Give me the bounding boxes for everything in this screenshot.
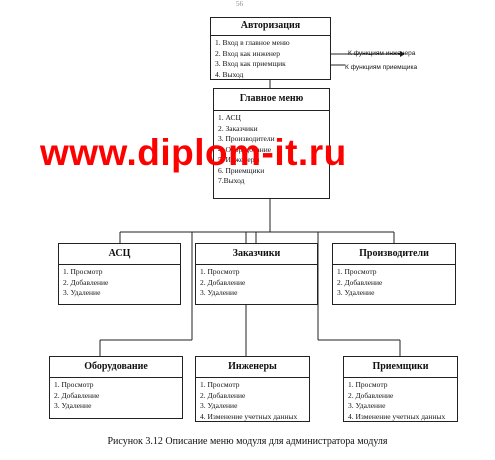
producers-item-3: 3. Удаление bbox=[337, 288, 375, 297]
main-menu-item-1: 1. АСЦ bbox=[218, 113, 241, 122]
asc-items: 1. Просмотр 2. Добавление 3. Удаление bbox=[59, 265, 180, 301]
watermark-text: www.diplom-it.ru bbox=[40, 132, 347, 173]
engineers-title: Инженеры bbox=[196, 357, 309, 378]
page-number: 56 bbox=[236, 0, 243, 8]
customers-items: 1. Просмотр 2. Добавление 3. Удаление bbox=[196, 265, 317, 301]
equipment-box: Оборудование 1. Просмотр 2. Добавление 3… bbox=[49, 356, 183, 419]
equipment-items: 1. Просмотр 2. Добавление 3. Удаление bbox=[50, 378, 182, 414]
equipment-item-1: 1. Просмотр bbox=[54, 380, 94, 389]
receivers-item-4: 4. Изменение учетных данных bbox=[348, 411, 446, 421]
asc-title: АСЦ bbox=[59, 244, 180, 265]
producers-items: 1. Просмотр 2. Добавление 3. Удаление bbox=[333, 265, 455, 301]
figure-caption: Рисунок 3.12 Описание меню модуля для ад… bbox=[107, 436, 388, 447]
engineers-items: 1. Просмотр 2. Добавление 3. Удаление 4.… bbox=[196, 378, 309, 424]
receivers-items: 1. Просмотр 2. Добавление 3. Удаление 4.… bbox=[344, 378, 457, 424]
equipment-item-3: 3. Удаление bbox=[54, 401, 92, 410]
customers-title: Заказчики bbox=[196, 244, 317, 265]
producers-item-1: 1. Просмотр bbox=[337, 267, 377, 276]
asc-item-2: 2. Добавление bbox=[63, 277, 109, 287]
main-menu-item-6: 6. Приемщики bbox=[218, 165, 265, 175]
auth-item-3: 3. Вход как приемщик bbox=[215, 59, 286, 68]
main-menu-item-3: 3. Производители bbox=[218, 134, 275, 143]
engineers-box: Инженеры 1. Просмотр 2. Добавление 3. Уд… bbox=[195, 356, 310, 422]
customers-item-2: 2. Добавление bbox=[200, 277, 246, 287]
auth-box: Авторизация 1. Вход в главное меню 2. Вх… bbox=[210, 17, 331, 80]
main-menu-items: 1. АСЦ 2. Заказчики 3. Производители 4. … bbox=[214, 111, 329, 189]
auth-items: 1. Вход в главное меню 2. Вход как инжен… bbox=[211, 36, 330, 82]
customers-item-3: 3. Удаление bbox=[200, 288, 238, 297]
note-receiver-functions: К функциям приемщика bbox=[345, 64, 418, 71]
auth-item-1: 1. Вход в главное меню bbox=[215, 38, 290, 47]
producers-box: Производители 1. Просмотр 2. Добавление … bbox=[332, 243, 456, 305]
receivers-item-3: 3. Удаление bbox=[348, 401, 386, 410]
arrow-head-icon bbox=[400, 51, 405, 57]
engineers-item-2: 2. Добавление bbox=[200, 390, 246, 400]
main-menu-item-5: 5. Инженеры bbox=[218, 155, 260, 164]
receivers-item-2: 2. Добавление bbox=[348, 390, 394, 400]
main-menu-title: Главное меню bbox=[214, 89, 329, 111]
asc-item-3: 3. Удаление bbox=[63, 288, 101, 297]
main-menu-item-7: 7.Выход bbox=[218, 176, 245, 185]
auth-item-4: 4. Выход bbox=[215, 69, 244, 79]
engineers-item-4: 4. Изменение учетных данных bbox=[200, 411, 298, 421]
producers-title: Производители bbox=[333, 244, 455, 265]
main-menu-box: Главное меню 1. АСЦ 2. Заказчики 3. Прои… bbox=[213, 88, 330, 199]
main-menu-item-2: 2. Заказчики bbox=[218, 123, 258, 133]
engineers-item-3: 3. Удаление bbox=[200, 401, 238, 410]
receivers-item-1: 1. Просмотр bbox=[348, 380, 388, 389]
equipment-title: Оборудование bbox=[50, 357, 182, 378]
auth-item-2: 2. Вход как инженер bbox=[215, 48, 281, 58]
customers-item-1: 1. Просмотр bbox=[200, 267, 240, 276]
engineers-item-1: 1. Просмотр bbox=[200, 380, 240, 389]
receivers-box: Приемщики 1. Просмотр 2. Добавление 3. У… bbox=[343, 356, 458, 422]
producers-item-2: 2. Добавление bbox=[337, 277, 383, 287]
receivers-title: Приемщики bbox=[344, 357, 457, 378]
asc-item-1: 1. Просмотр bbox=[63, 267, 103, 276]
equipment-item-2: 2. Добавление bbox=[54, 390, 100, 400]
note-engineer-functions: К функциям инженера bbox=[348, 50, 416, 57]
customers-box: Заказчики 1. Просмотр 2. Добавление 3. У… bbox=[195, 243, 318, 305]
main-menu-item-4: 4. Оборудование bbox=[218, 144, 272, 154]
asc-box: АСЦ 1. Просмотр 2. Добавление 3. Удалени… bbox=[58, 243, 181, 305]
auth-title: Авторизация bbox=[211, 18, 330, 36]
